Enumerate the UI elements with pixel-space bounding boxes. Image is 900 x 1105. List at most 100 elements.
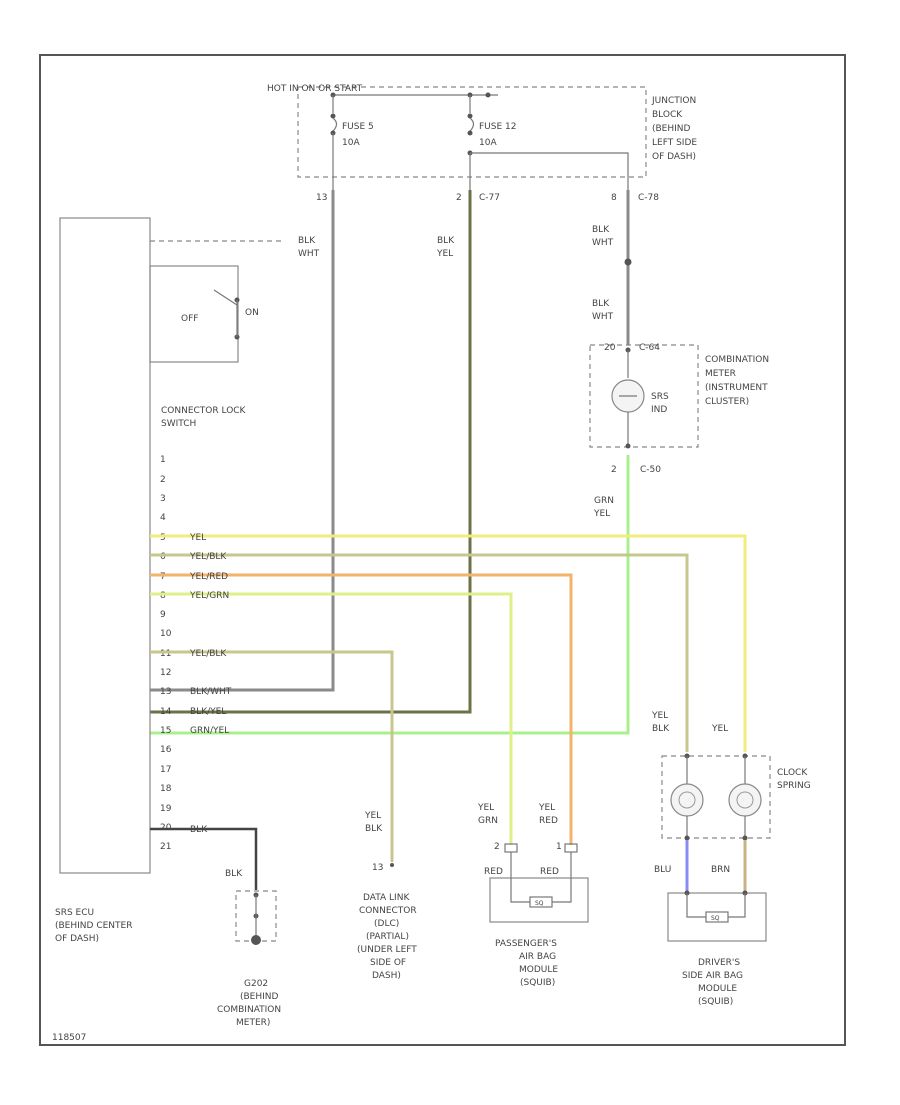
meter-desc-2: METER xyxy=(705,369,736,379)
meter-pin-top-label: 20 xyxy=(604,343,616,353)
ground-g202 xyxy=(235,890,277,945)
clock-spring-outline xyxy=(661,755,771,839)
clock-desc-1: CLOCK xyxy=(777,768,808,778)
ground-desc-4: METER) xyxy=(236,1018,270,1028)
meter-connector-top-label: C-64 xyxy=(639,343,660,353)
ecu-pin-7: 7 xyxy=(160,572,166,582)
data-link-connector-desc: DATA LINK CONNECTOR (DLC) (PARTIAL) (UND… xyxy=(357,893,417,981)
srs-lamp-label-2: IND xyxy=(651,405,667,415)
pass-pin-left: 2 xyxy=(494,842,500,852)
pass-desc-4: (SQUIB) xyxy=(520,978,555,988)
wire-yel-blk-clock xyxy=(150,553,689,752)
dlc-desc-7: DASH) xyxy=(372,971,401,981)
ecu-pin-2: 2 xyxy=(160,475,166,485)
driver-squib-label: SQ xyxy=(711,915,720,922)
wire-label-wht: WHT xyxy=(592,238,614,248)
srs-lamp-label-1: SRS xyxy=(651,392,669,402)
driver-airbag-module: SQ xyxy=(667,890,767,942)
ground-wire-label: BLK xyxy=(225,869,243,879)
wire-yel-grn xyxy=(150,592,513,845)
lock-switch-title-2: SWITCH xyxy=(161,419,196,429)
pin-13-label: 13 xyxy=(316,193,327,203)
meter-desc-3: (INSTRUMENT xyxy=(705,383,768,393)
lock-switch-off: OFF xyxy=(181,314,198,324)
pass-wire-right-1: YEL xyxy=(538,803,555,813)
lock-switch-on: ON xyxy=(245,308,259,318)
wire-label-wht: WHT xyxy=(298,249,320,259)
connector-c78-label: C-78 xyxy=(638,193,659,203)
clock-spring xyxy=(661,753,771,841)
junction-block-desc-4: LEFT SIDE xyxy=(652,138,697,148)
ecu-pin-8: 8 xyxy=(160,591,166,601)
wire-label-yel: YEL xyxy=(436,249,453,259)
ecu-wire-label-5: YEL xyxy=(189,533,206,543)
junction-block-outline xyxy=(297,86,647,178)
ecu-wire-label-15: GRN/YEL xyxy=(190,726,229,736)
clock-wire-right: YEL xyxy=(711,724,728,734)
dlc-desc-5: (UNDER LEFT xyxy=(357,945,417,955)
clock-wire-left-2: BLK xyxy=(652,724,670,734)
passenger-airbag-outline xyxy=(489,877,589,923)
junction-block-desc-2: BLOCK xyxy=(652,110,683,120)
ground-point-icon xyxy=(251,935,261,945)
pass-wire-right-2: RED xyxy=(539,816,558,826)
ecu-pin-15: 15 xyxy=(160,726,171,736)
diagram-code: 118507 xyxy=(52,1033,86,1043)
wire-label-blk: BLK xyxy=(592,225,610,235)
ecu-pin-5: 5 xyxy=(160,533,166,543)
ecu-pin-11: 11 xyxy=(160,649,171,659)
ecu-wire-label-13: BLK/WHT xyxy=(190,687,232,697)
wire-blk-wht-fuse5 xyxy=(150,190,335,692)
pass-conn-right: RED xyxy=(540,867,559,877)
diagram-frame xyxy=(39,54,846,1046)
wire-label-wht: WHT xyxy=(592,312,614,322)
wire-label-blk: BLK xyxy=(592,299,610,309)
hot-label: HOT IN ON OR START xyxy=(267,84,363,94)
ecu-pin-17: 17 xyxy=(160,765,171,775)
ecu-pin-10: 10 xyxy=(160,629,172,639)
lock-switch-outline xyxy=(149,265,239,363)
ecu-pin-19: 19 xyxy=(160,804,172,814)
ground-desc-3: COMBINATION xyxy=(217,1005,281,1015)
fuse-12-label: FUSE 12 xyxy=(479,122,516,132)
pass-pin-right: 1 xyxy=(556,842,562,852)
passenger-airbag-module: RED RED SQ xyxy=(484,843,589,923)
pass-desc-2: AIR BAG xyxy=(519,952,556,962)
pass-desc-3: MODULE xyxy=(519,965,558,975)
pin-8-label: 8 xyxy=(611,193,617,203)
ecu-pin-6: 6 xyxy=(160,552,166,562)
pass-desc-1: PASSENGER'S xyxy=(495,939,557,949)
wire-label-blk: BLK xyxy=(298,236,316,246)
ecu-pin-18: 18 xyxy=(160,784,172,794)
driver-desc-3: MODULE xyxy=(698,984,737,994)
connector-c77-label: C-77 xyxy=(479,193,500,203)
ecu-wire-label-14: BLK/YEL xyxy=(190,707,226,717)
dlc-desc-6: SIDE OF xyxy=(370,958,406,968)
wire-yel xyxy=(150,534,747,752)
wire-grn-yel xyxy=(150,455,630,735)
ecu-desc-1: SRS ECU xyxy=(55,908,94,918)
wire-blk-yel-fuse12 xyxy=(150,190,472,714)
driver-desc-4: (SQUIB) xyxy=(698,997,733,1007)
meter-connector-bottom-label: C-50 xyxy=(640,465,661,475)
pass-wire-left-1: YEL xyxy=(477,803,494,813)
dlc-desc-4: (PARTIAL) xyxy=(366,932,409,942)
connector-lock-switch: OFF ON CONNECTOR LOCK SWITCH xyxy=(149,265,259,429)
junction-block-desc-5: OF DASH) xyxy=(652,152,696,162)
dlc-pin-label: 13 xyxy=(372,863,383,873)
pin-2-label: 2 xyxy=(456,193,462,203)
ground-desc-1: G202 xyxy=(244,979,268,989)
fuse-5-rating: 10A xyxy=(342,138,360,148)
ecu-wire-label-7: YEL/RED xyxy=(189,572,228,582)
clock-wire-left-1: YEL xyxy=(651,711,668,721)
wire-label-yel: YEL xyxy=(593,509,610,519)
driver-desc-1: DRIVER'S xyxy=(698,958,740,968)
ecu-pin-16: 16 xyxy=(160,745,172,755)
passenger-squib-icon xyxy=(529,896,553,908)
combination-meter-outline xyxy=(589,344,699,448)
dlc-desc-1: DATA LINK xyxy=(363,893,410,903)
srs-ecu-outline xyxy=(59,217,151,874)
dlc-wire-label-1: YEL xyxy=(364,811,381,821)
ecu-pin-4: 4 xyxy=(160,513,166,523)
clock-wire-brn: BRN xyxy=(711,865,730,875)
